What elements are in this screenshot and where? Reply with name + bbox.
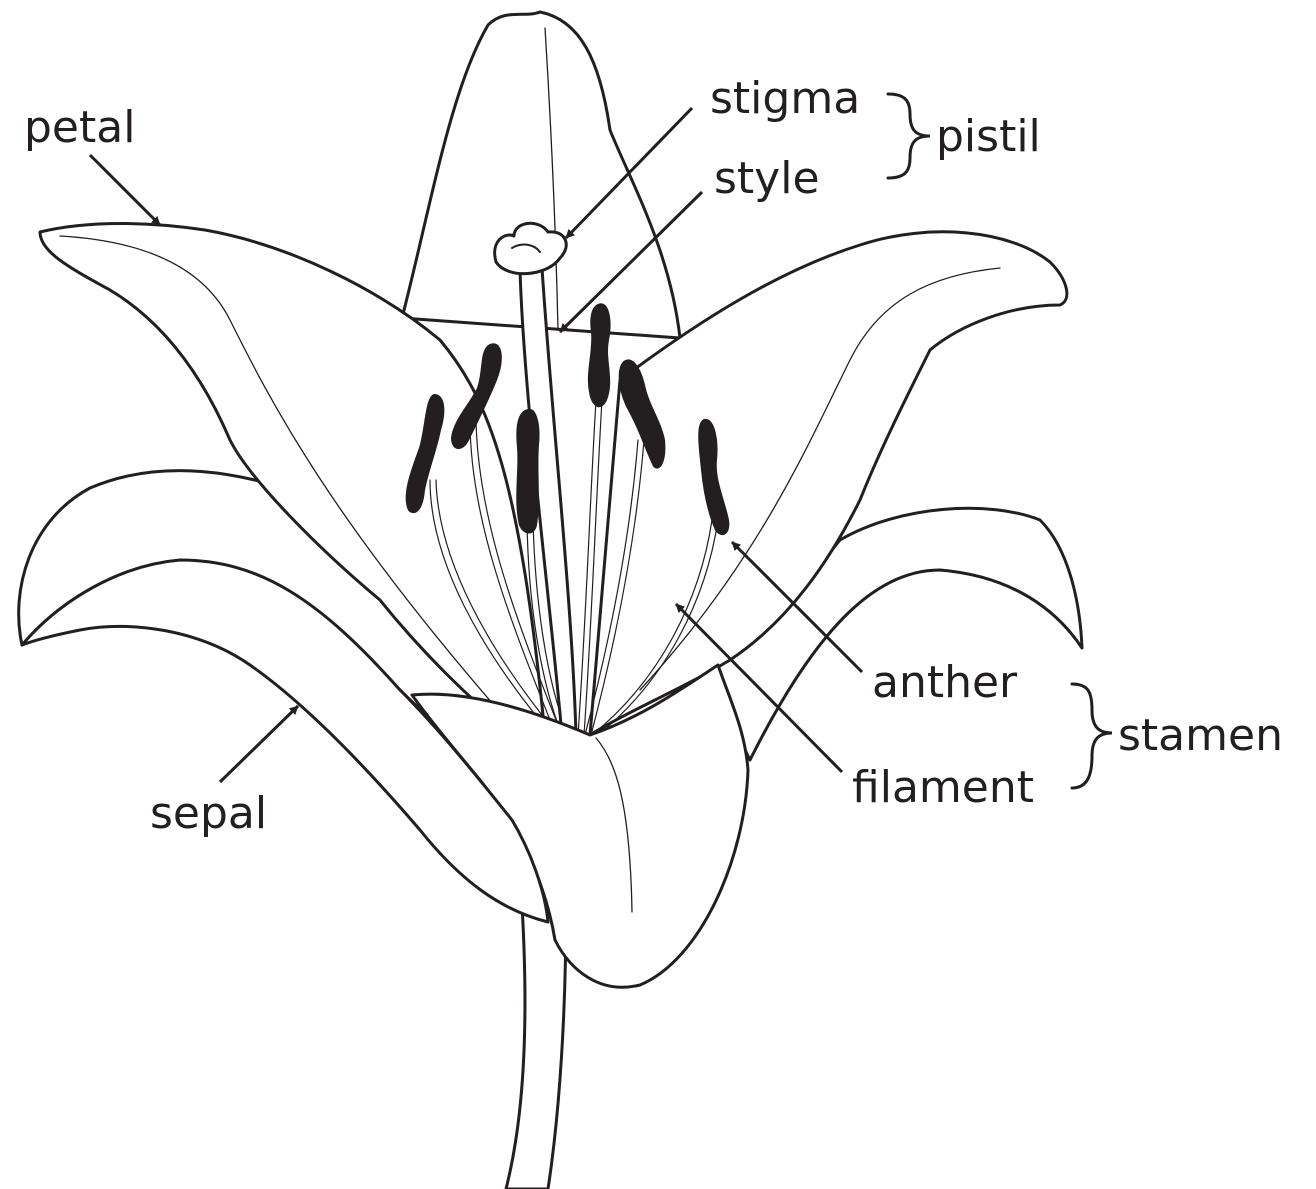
pistil-brace (888, 94, 930, 178)
label-stigma: stigma (710, 73, 860, 124)
flower-illustration (19, 12, 1082, 1189)
label-anther: anther (872, 657, 1018, 708)
label-filament: filament (852, 762, 1034, 813)
anther (517, 410, 538, 533)
petal-arrow (90, 155, 160, 225)
stamen-brace (1072, 684, 1112, 788)
label-stamen: stamen (1118, 710, 1283, 761)
stem (506, 905, 566, 1189)
label-petal: petal (24, 102, 135, 153)
sepal-arrow (220, 706, 298, 782)
label-style: style (714, 153, 820, 204)
label-pistil: pistil (936, 111, 1041, 162)
anther (589, 304, 610, 406)
label-sepal: sepal (150, 788, 267, 839)
